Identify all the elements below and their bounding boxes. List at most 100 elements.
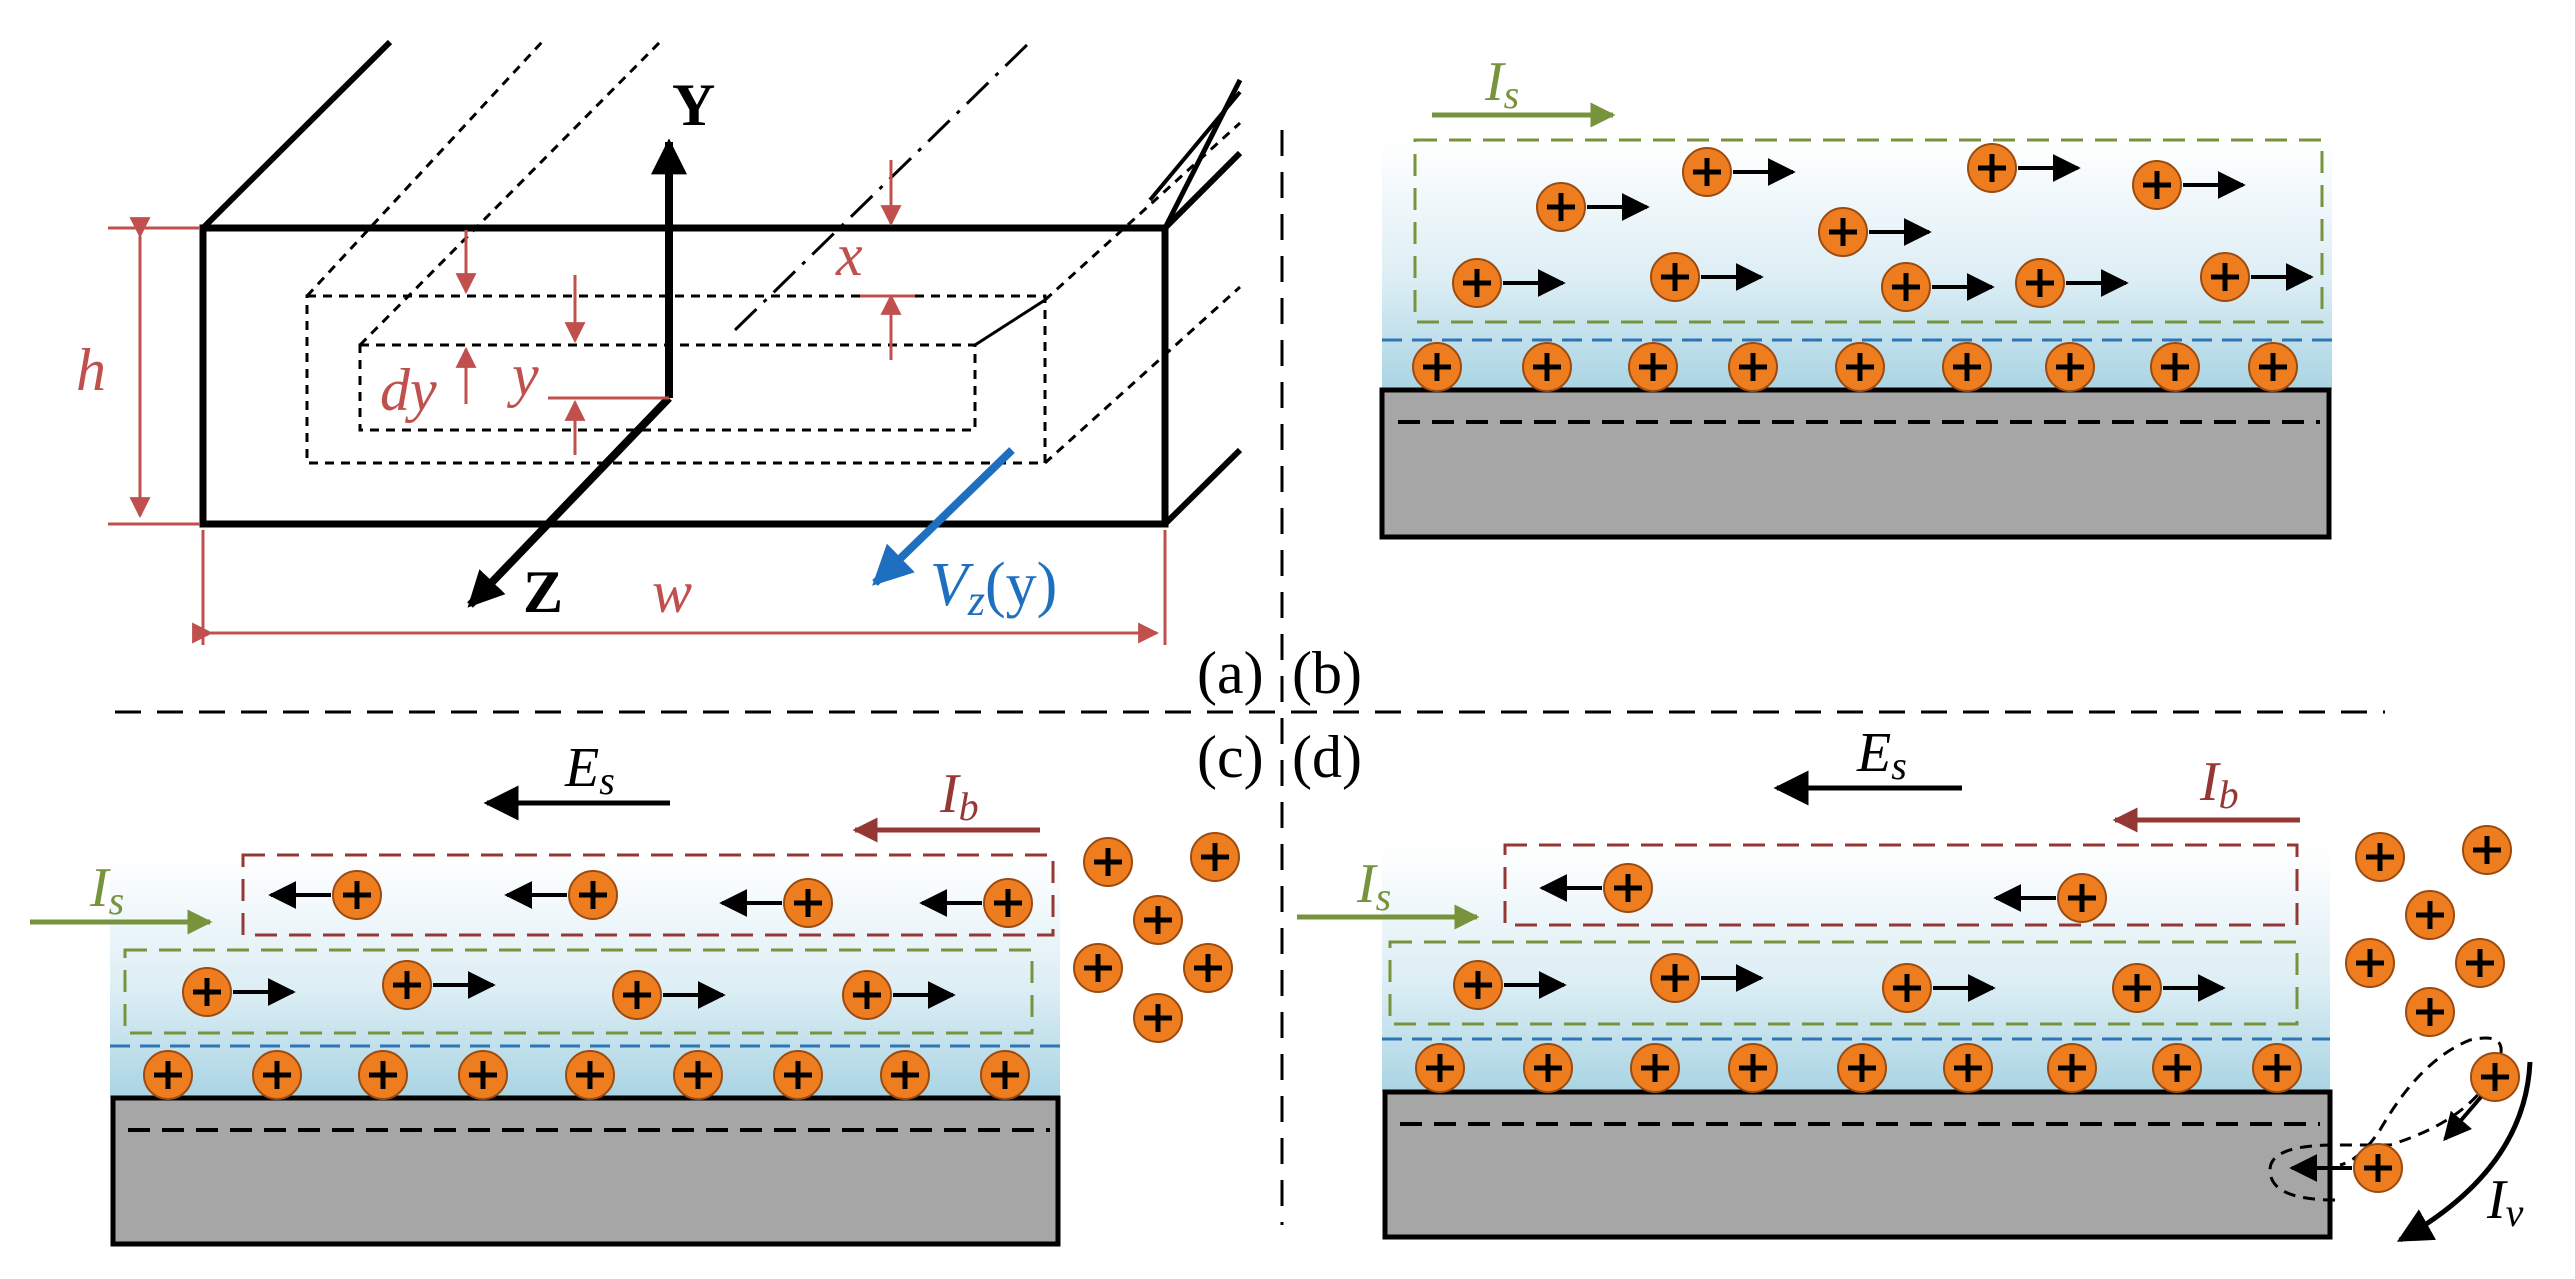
centerline — [733, 40, 1032, 332]
x-label: x — [835, 222, 863, 288]
positive-ion — [2047, 1043, 2097, 1093]
ions-b — [1412, 143, 2314, 392]
positive-ion — [2112, 963, 2226, 1013]
positive-ion — [2132, 160, 2246, 210]
positive-ion — [980, 1050, 1030, 1100]
backflow-box-d — [1503, 843, 2299, 927]
is-label-d-sub: s — [1376, 874, 1392, 919]
es-label-d-main: E — [1856, 722, 1891, 784]
panel-label-d: (d) — [1292, 724, 1362, 790]
streaming-box-d — [1388, 940, 2299, 1026]
positive-ion — [2455, 938, 2505, 988]
iv-label-d-sub: v — [2506, 1190, 2524, 1235]
wall-c — [110, 1095, 1061, 1247]
is-label-c-main: I — [89, 857, 111, 919]
positive-ion — [1453, 960, 1567, 1010]
positive-ion — [1630, 1043, 1680, 1093]
positive-ion — [252, 1050, 302, 1100]
ib-label-c-sub: b — [959, 784, 979, 829]
positive-ion — [1412, 342, 1462, 392]
iv-label-d-main: I — [2486, 1169, 2508, 1231]
positive-ion — [2200, 252, 2314, 302]
dotted-edge-3 — [1043, 121, 1242, 302]
h-label: h — [76, 337, 106, 403]
channel-edge-right-top-2 — [1148, 90, 1242, 202]
backflow-box-c — [241, 853, 1055, 937]
wall-b — [1379, 387, 2332, 540]
w-label: w — [652, 559, 692, 625]
dy-label: dy — [380, 357, 437, 423]
dotted-edge-1 — [305, 40, 544, 298]
positive-ion — [2248, 342, 2298, 392]
positive-ion — [2462, 825, 2512, 875]
velocity-label-arg: (y) — [985, 551, 1057, 619]
positive-ion — [268, 870, 382, 920]
arrow-icon — [2443, 1095, 2483, 1142]
positive-ion — [612, 970, 726, 1020]
ib-label-d-main: I — [2199, 751, 2221, 813]
iv-label-d: Iv — [2486, 1169, 2524, 1235]
positive-ion — [2152, 1043, 2202, 1093]
y-label: y — [506, 342, 539, 408]
positive-ion — [182, 967, 296, 1017]
positive-ion — [919, 878, 1033, 928]
ions-c — [143, 832, 1240, 1100]
es-label-d: Es — [1856, 722, 1907, 788]
es-label-c-sub: s — [599, 758, 615, 803]
positive-ion — [1628, 342, 1678, 392]
positive-ion — [1682, 147, 1796, 197]
iv-arrow-d — [2396, 1061, 2533, 1243]
positive-ion — [1190, 832, 1240, 882]
es-label-d-sub: s — [1891, 743, 1907, 788]
streaming-box-b — [1413, 138, 2324, 324]
streaming-box-c — [123, 948, 1034, 1035]
positive-ion — [1539, 863, 1653, 913]
positive-ion — [1650, 252, 1764, 302]
is-label-d-main: I — [1356, 853, 1378, 915]
positive-ion — [842, 970, 956, 1020]
positive-ion — [2443, 1052, 2520, 1142]
channel-edge-left — [200, 39, 393, 231]
velocity-arrow — [872, 447, 1015, 586]
positive-ion — [143, 1050, 193, 1100]
panel-b: Is — [1379, 51, 2332, 540]
positive-ion — [358, 1050, 408, 1100]
positive-ion — [2355, 832, 2405, 882]
positive-ion — [880, 1050, 930, 1100]
positive-ion — [2345, 938, 2395, 988]
ions-d — [1415, 825, 2520, 1193]
velocity-label-main: V — [930, 551, 974, 619]
positive-ion — [1728, 1043, 1778, 1093]
is-label-b: Is — [1484, 51, 1519, 117]
velocity-label: Vz(y) — [930, 551, 1057, 625]
positive-ion — [2252, 1043, 2302, 1093]
positive-ion — [2150, 342, 2200, 392]
dotted-edge-5 — [974, 298, 1046, 347]
ib-label-d: Ib — [2199, 751, 2239, 817]
dotted-edge-2 — [358, 40, 662, 347]
positive-ion — [1452, 258, 1566, 308]
positive-ion — [1881, 262, 1995, 312]
channel-edge-right-top — [1162, 78, 1243, 230]
positive-ion — [504, 870, 618, 920]
positive-ion — [1522, 342, 1572, 392]
positive-ion — [1943, 1043, 1993, 1093]
channel-edge-bottom-right — [1162, 447, 1243, 527]
positive-ion — [1650, 953, 1764, 1003]
positive-ion — [1942, 342, 1992, 392]
channel-front-face — [199, 224, 1169, 528]
velocity-label-sub: z — [967, 576, 985, 625]
positive-ion — [719, 878, 833, 928]
positive-ion — [1993, 873, 2107, 923]
channel-edge-right — [1162, 150, 1243, 231]
panel-label-c: (c) — [1197, 724, 1264, 790]
ib-label-c-main: I — [939, 763, 961, 825]
y-axis-label: Y — [672, 72, 715, 138]
panel-label-a: (a) — [1197, 640, 1264, 706]
positive-ion — [458, 1050, 508, 1100]
is-label-b-sub: s — [1504, 72, 1520, 117]
z-axis-arrow — [467, 395, 672, 608]
panel-d: Es Ib Is Iv — [1297, 722, 2533, 1243]
z-axis-label: Z — [523, 559, 563, 625]
